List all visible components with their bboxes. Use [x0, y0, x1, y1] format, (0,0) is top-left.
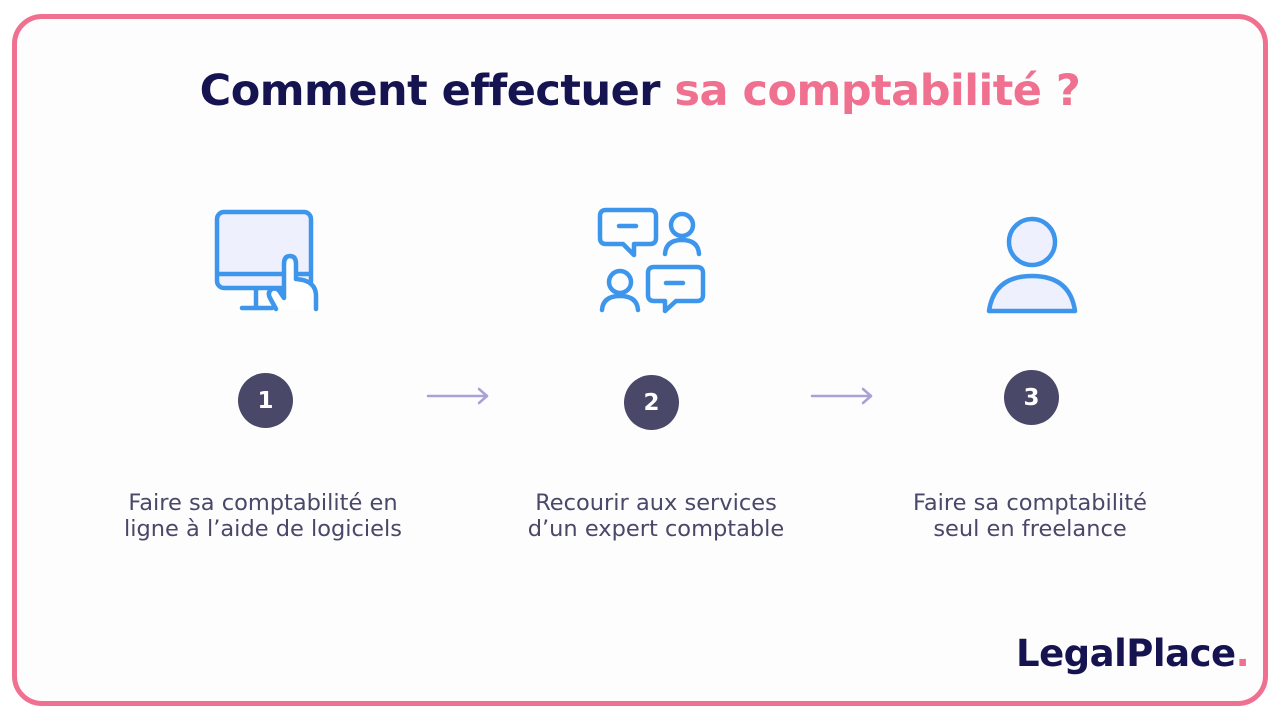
arrow-right-icon	[426, 387, 489, 405]
title-main: Comment effectuer	[199, 66, 661, 116]
step-number-1: 1	[238, 373, 293, 428]
step-number-2: 2	[624, 375, 679, 430]
person-icon	[986, 216, 1078, 314]
computer-touch-icon	[214, 209, 319, 312]
logo-dot: .	[1235, 632, 1250, 675]
logo-text: LegalPlace	[1016, 632, 1236, 675]
title-accent: sa comptabilité ?	[674, 66, 1081, 116]
step-number-3: 3	[1004, 370, 1059, 425]
step-label-line: d’un expert comptable	[527, 516, 785, 542]
step-label-line: ligne à l’aide de logiciels	[124, 516, 402, 542]
arrow-right-icon	[810, 387, 873, 405]
step-label-line: Faire sa comptabilité	[913, 490, 1147, 516]
step-label-3: Faire sa comptabilité seul en freelance	[850, 490, 1210, 542]
legalplace-logo: LegalPlace.	[1016, 632, 1250, 675]
step-label-1: Faire sa comptabilité en ligne à l’aide …	[83, 490, 443, 542]
page-title: Comment effectuer sa comptabilité ?	[0, 66, 1280, 116]
step-label-line: Faire sa comptabilité en	[128, 490, 398, 516]
consultation-chat-icon	[597, 207, 706, 314]
card-frame	[12, 14, 1268, 706]
step-label-2: Recourir aux services d’un expert compta…	[476, 490, 836, 542]
step-label-line: seul en freelance	[933, 516, 1127, 542]
step-label-line: Recourir aux services	[535, 490, 777, 516]
